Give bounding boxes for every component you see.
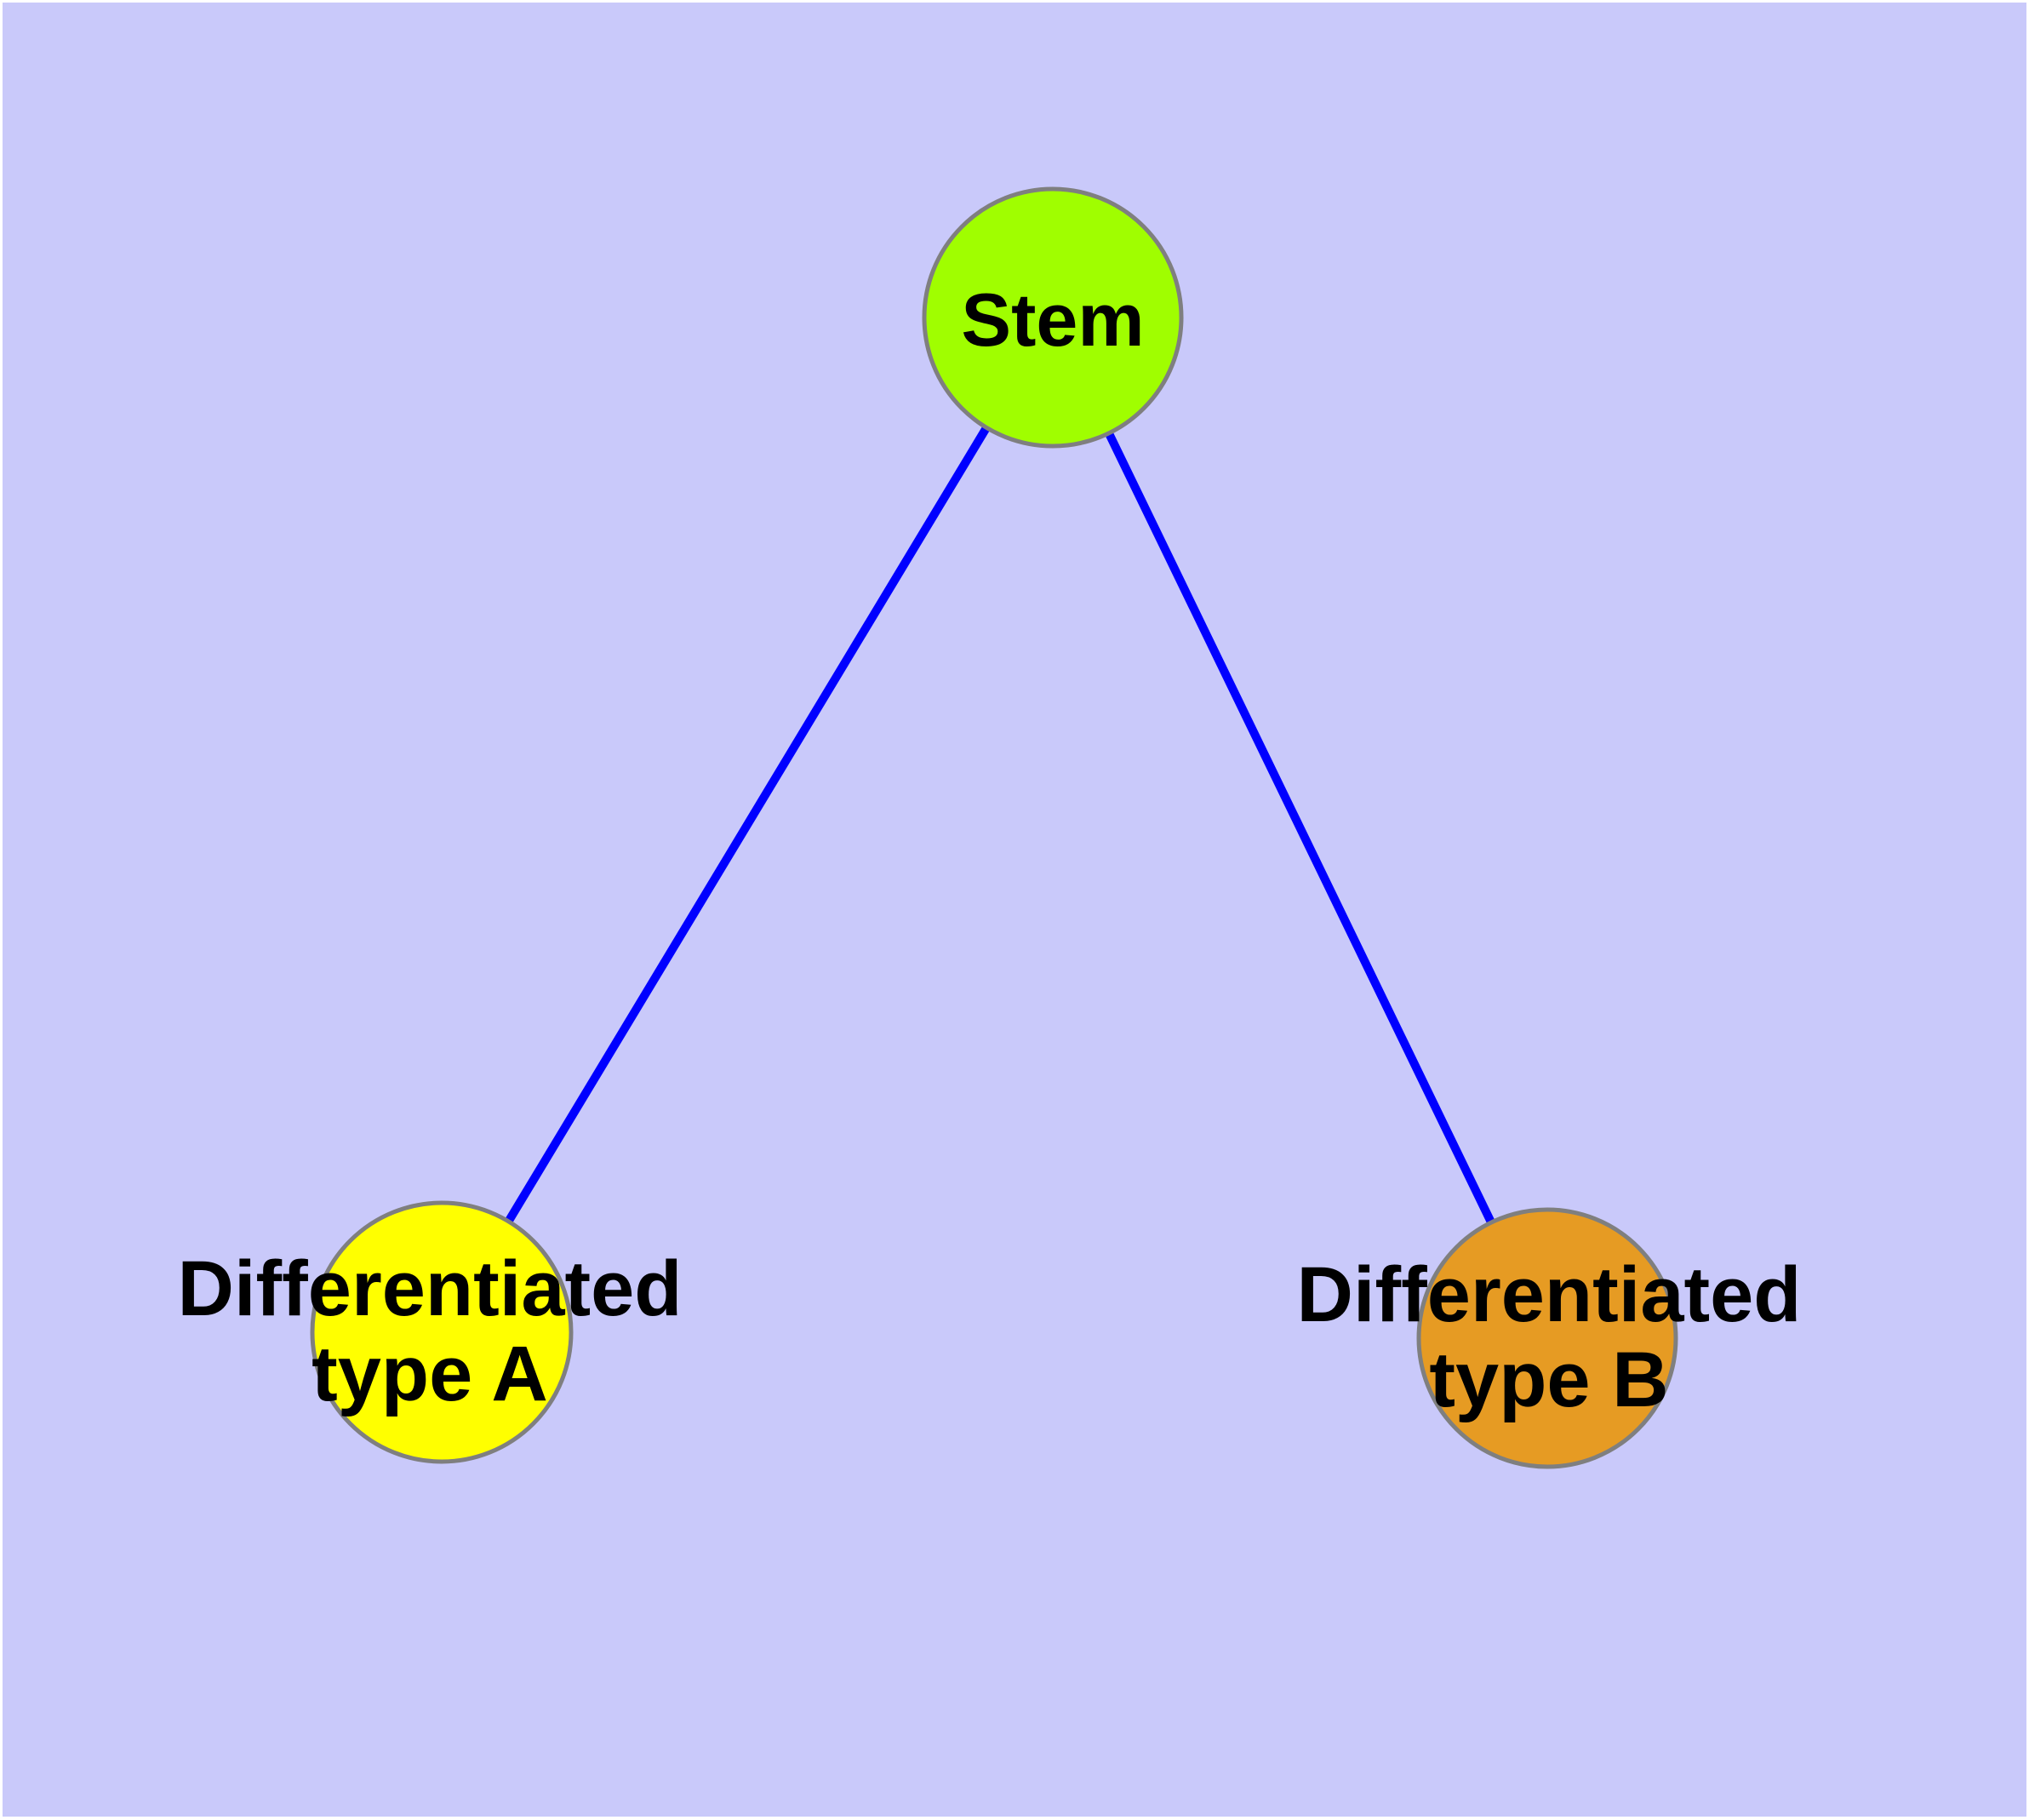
differentiated-type-a-node[interactable]: [310, 1200, 574, 1464]
stem-node-label: Stem: [961, 278, 1144, 362]
differentiated-type-b-label-line2: type B: [1429, 1336, 1668, 1423]
edge-stem-to-type-a: [437, 315, 1057, 1335]
edge-stem-to-type-b: [1049, 315, 1552, 1341]
differentiated-type-a-label-line2: type A: [311, 1331, 548, 1417]
stem-node[interactable]: [922, 186, 1184, 449]
differentiated-type-b-node[interactable]: [1416, 1207, 1678, 1469]
differentiated-type-a-label-line1: Differentiated: [178, 1245, 683, 1332]
differentiated-type-b-label-line1: Differentiated: [1297, 1251, 1802, 1338]
